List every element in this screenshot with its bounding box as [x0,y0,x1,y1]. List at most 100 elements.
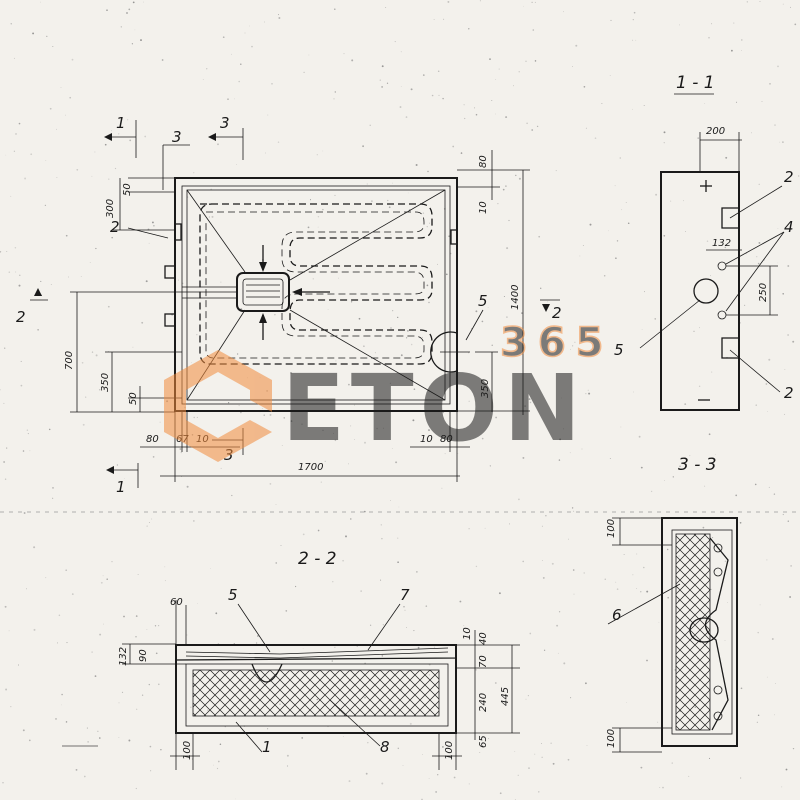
leader-line [607,583,681,625]
plan-callout-2: 2 [110,218,120,236]
plan-inner-rim [181,185,451,405]
section-1-1: 1 - 1 200 132 250 2 4 5 2 [614,73,794,411]
leader-line [729,349,781,393]
s22-callout-8: 8 [380,738,390,756]
leader-line [725,231,785,265]
s11-dim-132: 132 [712,238,731,249]
watermark: 365 ETON [164,319,614,462]
recess-bottom [721,337,739,359]
drain-bulb [689,617,719,643]
s22-dim-132: 132 [118,647,129,666]
watermark-logo-icon [164,350,272,462]
plan-outline [174,177,458,412]
section-title-1-1: 1 - 1 [676,73,715,93]
leader-line [367,603,401,651]
insulation-hatch [192,669,440,717]
plan-dim-10-top: 10 [478,201,489,214]
s11-dim-250: 250 [758,283,769,302]
plan-callout-5: 5 [478,292,488,310]
s22-dim-70: 70 [478,655,489,668]
watermark-number: 365 [500,320,614,366]
leader-line [639,299,701,349]
pipe-marker [713,711,723,721]
pipe-marker [713,685,723,695]
leader-line [235,721,263,753]
s11-dim-200: 200 [706,126,725,137]
drain-bowl [251,663,283,683]
leader-line [465,309,484,341]
s11-callout-2-bottom: 2 [784,384,794,402]
plan-dim-350-left: 350 [100,373,111,392]
flow-arrow-head [259,262,267,272]
section-3-3-inner [671,529,733,735]
leader-line [329,699,381,747]
watermark-brand: ETON [282,355,587,462]
s22-dim-240: 240 [478,693,489,712]
section-arrow [542,304,550,312]
bolt-hole [717,261,727,271]
mounting-lug [174,223,182,241]
drain-opening [693,278,719,304]
plan-dim-10-bottom-right: 10 [420,434,433,445]
s22-callout-5: 5 [228,586,238,604]
cut-mark-1-top: 1 [116,114,126,132]
s33-dim-100-bottom: 100 [606,729,617,748]
cut-mark-1-bottom: 1 [116,478,126,496]
cut-mark-3-left: 3 [172,128,182,146]
plan-view: 1700 1400 700 350 350 300 50 50 80 10 80… [16,114,562,496]
section-3-3-outline [661,517,738,747]
plan-dim-50-top: 50 [122,183,133,196]
s22-callout-1: 1 [262,738,272,756]
leader-line [725,231,785,312]
drain-slope-line [289,309,446,401]
s11-callout-5: 5 [614,341,624,359]
drain-slope-line [289,189,446,281]
s33-callout-6: 6 [612,606,622,624]
plan-dim-80-top: 80 [478,155,489,168]
plan-width-dim: 1700 [298,462,323,473]
leader-line [237,603,271,653]
plan-dim-350-right: 350 [480,379,491,398]
s22-dim-40: 40 [478,632,489,645]
s22-dim-10: 10 [462,627,473,640]
leader-line [127,227,169,239]
plan-dim-300: 300 [105,199,116,218]
section-arrow [104,133,112,141]
section-arrow [34,288,42,296]
s22-dim-100-right: 100 [444,741,455,760]
cut-mark-2-left: 2 [16,308,26,326]
section-title-2-2: 2 - 2 [298,549,337,569]
section-arrow [106,466,114,474]
s22-callout-7: 7 [400,586,410,604]
plan-dim-80-bottom-right: 80 [440,434,453,445]
bolt-hole [717,310,727,320]
section-2-2: 2 - 2 60 132 90 10 40 70 240 445 65 100 … [118,549,520,770]
plan-dim-700: 700 [64,351,75,370]
drain-slope-line [186,189,246,273]
section-arrow [208,133,216,141]
tray-top-surface [175,644,457,661]
pipe-marker [713,543,723,553]
s11-callout-2-top: 2 [784,168,794,186]
leader-line [729,185,783,219]
flow-arrow-head [292,288,302,296]
s22-dim-445: 445 [500,687,511,706]
mounting-lug [164,265,176,279]
s11-callout-4: 4 [784,218,794,236]
tray-slope [185,651,449,659]
outlet-hole [430,331,458,373]
s33-dim-100-top: 100 [606,519,617,538]
pipe-marker [713,567,723,577]
s22-dim-60: 60 [170,597,183,608]
cut-mark-3-top: 3 [220,114,230,132]
heating-coil [199,203,433,365]
plan-dim-50-bottom: 50 [128,392,139,405]
plan-inner-rim-2 [186,189,446,401]
s22-dim-90: 90 [138,649,149,662]
cut-mark-2-right: 2 [552,304,562,322]
section-3-3: 3 - 3 100 100 6 [606,455,738,753]
drain-box-inner [242,278,284,306]
plan-dim-80-bottom-left: 80 [146,434,159,445]
